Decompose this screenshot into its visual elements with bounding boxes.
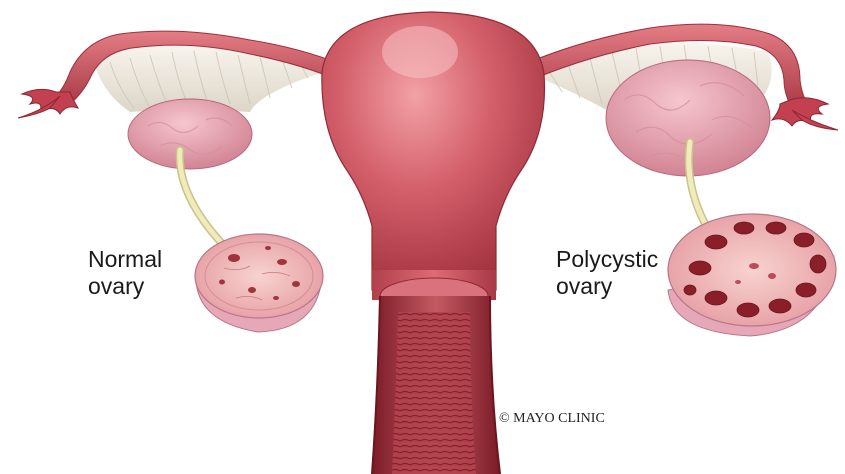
left-fimbriae [18,89,78,118]
polycystic-ovary-cross-section [668,214,836,336]
normal-ovary-cross-section [195,234,323,332]
left-ovary [128,99,252,169]
normal-ovary-label-line2: ovary [88,273,162,300]
right-fimbriae [772,98,838,130]
vaginal-canal [372,296,500,474]
normal-ovary-label: Normal ovary [88,246,162,300]
polycystic-ovary-label-line2: ovary [556,273,658,300]
normal-ovary-label-line1: Normal [88,246,162,273]
uterus-highlight [382,26,458,78]
polycystic-ovary-label: Polycystic ovary [556,246,658,300]
copyright-credit: © MAYO CLINIC [499,411,605,427]
polycystic-ovary-label-line1: Polycystic [556,246,658,273]
